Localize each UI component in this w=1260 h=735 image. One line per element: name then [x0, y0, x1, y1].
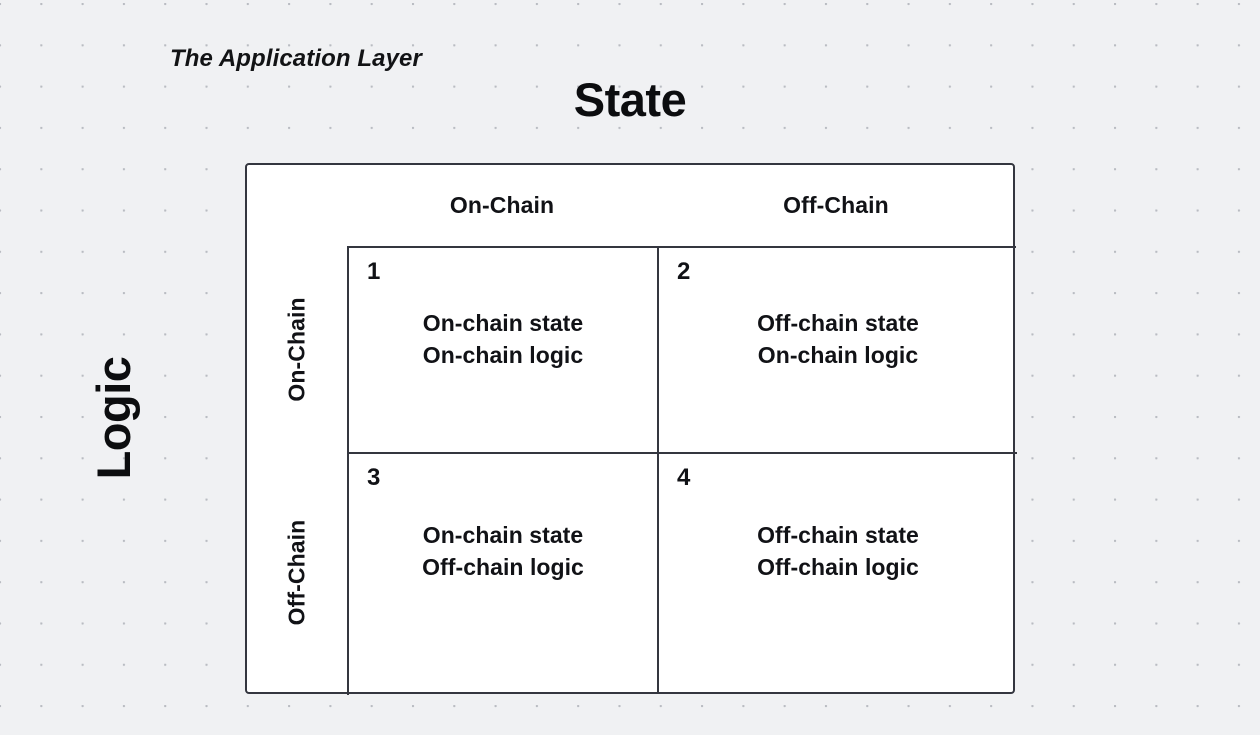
quadrant-2-logic-line: On-chain logic	[757, 341, 919, 368]
quadrant-text-2: Off-chain state On-chain logic	[659, 308, 1017, 371]
row-header-rail: On-Chain Off-Chain	[247, 246, 347, 692]
row-header-on-chain: On-Chain	[247, 246, 347, 452]
state-axis-title: State	[573, 73, 687, 126]
quadrant-text-4: Off-chain state Off-chain logic	[659, 520, 1017, 583]
quadrant-grid: 1 On-chain state On-chain logic 2 Off-ch…	[347, 246, 1017, 695]
logic-axis-title: Logic	[87, 356, 140, 480]
quadrant-text-1: On-chain state On-chain logic	[349, 308, 657, 371]
quadrant-text-3: On-chain state Off-chain logic	[349, 520, 657, 583]
quadrant-3-logic-line: Off-chain logic	[422, 553, 584, 580]
quadrant-1-logic-line: On-chain logic	[422, 341, 584, 368]
row-header-on-chain-label: On-Chain	[283, 296, 310, 402]
row-header-off-chain: Off-Chain	[247, 452, 347, 692]
figure-caption: The Application Layer	[170, 45, 422, 72]
quadrant-4-logic-line: Off-chain logic	[757, 553, 919, 580]
quadrant-cell-1: 1 On-chain state On-chain logic	[349, 248, 659, 454]
column-header-row: On-Chain Off-Chain	[347, 165, 1015, 246]
column-header-off-chain: Off-Chain	[783, 192, 889, 218]
quadrant-number-2: 2	[677, 258, 691, 285]
quadrant-number-1: 1	[367, 258, 381, 285]
quadrant-matrix: On-Chain Off-Chain On-Chain Off-Chain 1 …	[245, 163, 1017, 695]
quadrant-number-3: 3	[367, 464, 381, 491]
column-header-on-chain: On-Chain	[449, 192, 555, 218]
quadrant-1-state-line: On-chain state	[422, 310, 584, 336]
quadrant-3-state-line: On-chain state	[422, 522, 584, 548]
quadrant-cell-2: 2 Off-chain state On-chain logic	[659, 248, 1017, 454]
quadrant-cell-4: 4 Off-chain state Off-chain logic	[659, 454, 1017, 694]
quadrant-4-state-line: Off-chain state	[757, 522, 919, 548]
quadrant-2-state-line: Off-chain state	[757, 310, 919, 336]
quadrant-number-4: 4	[677, 464, 691, 491]
quadrant-cell-3: 3 On-chain state Off-chain logic	[349, 454, 659, 694]
row-header-off-chain-label: Off-Chain	[283, 519, 310, 625]
